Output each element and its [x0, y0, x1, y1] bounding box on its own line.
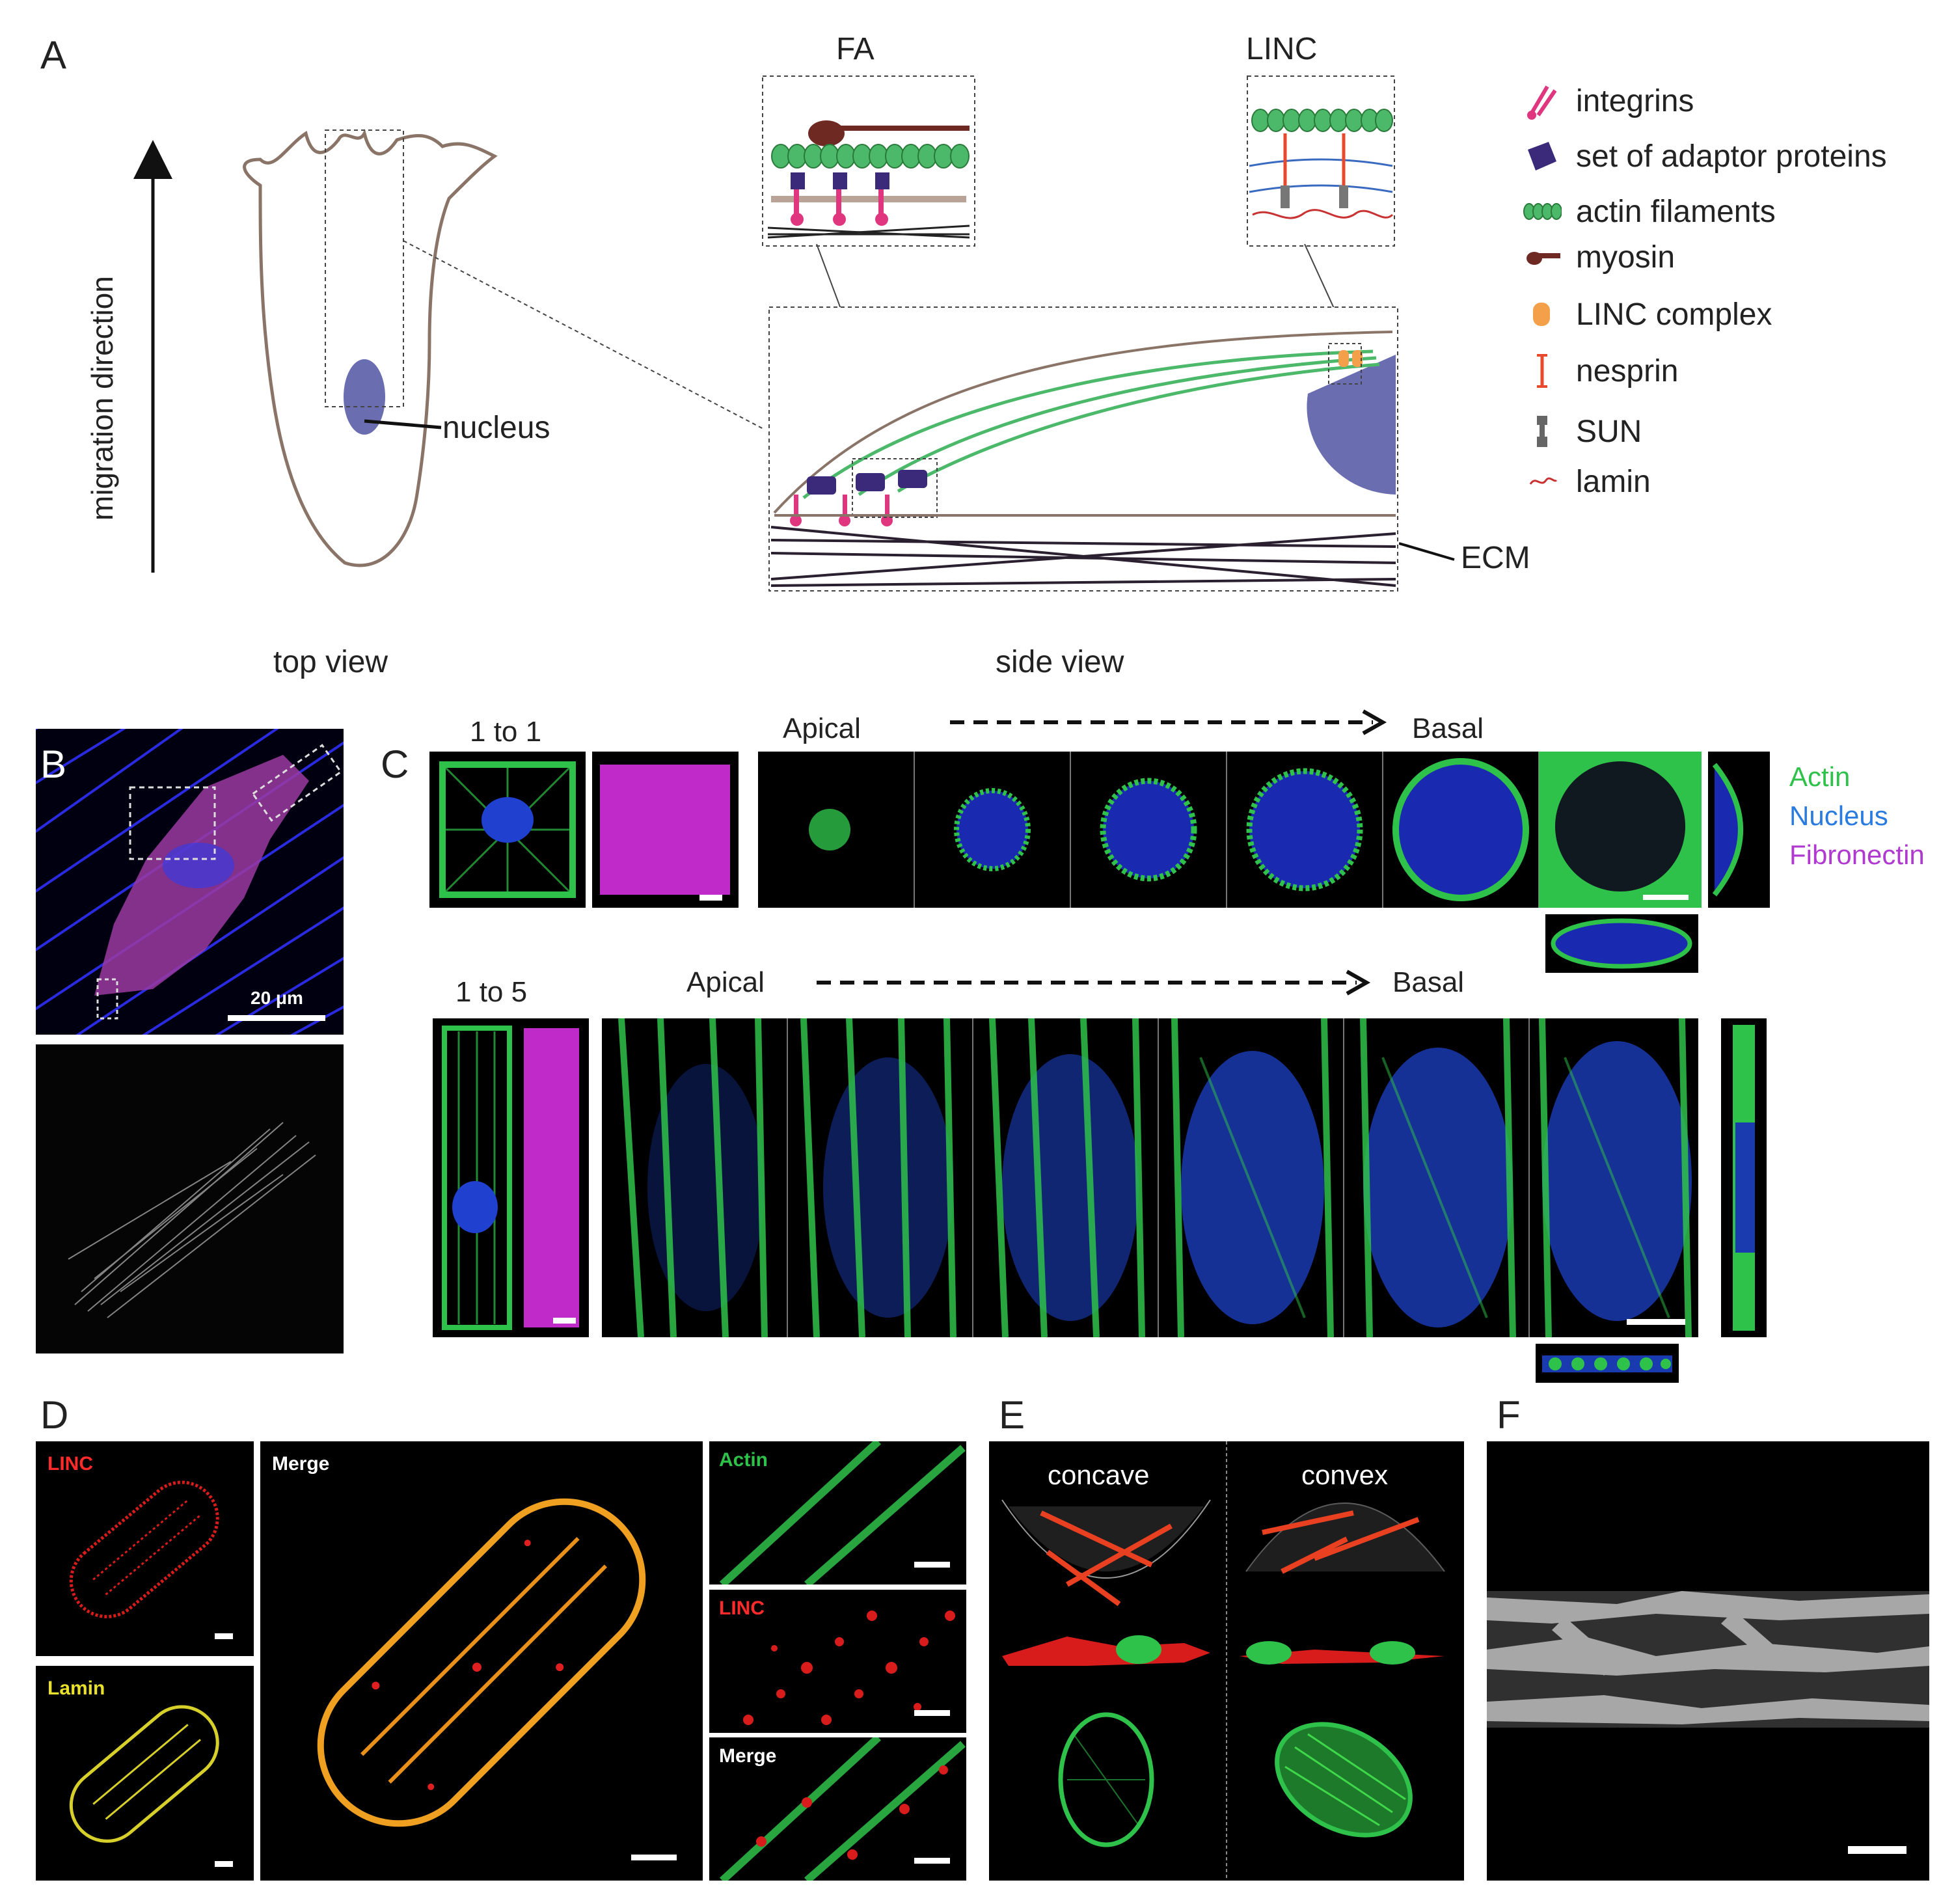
- migration-direction-label: migration direction: [85, 276, 119, 521]
- myosin-icon: [1527, 252, 1560, 265]
- legend-item-actin: actin filaments: [1523, 189, 1776, 234]
- top-view-cell: [243, 128, 498, 567]
- panel-e-curvature: concave convex: [989, 1441, 1464, 1881]
- migration-arrow-icon: [133, 140, 172, 573]
- rect-bottom-projection: [1536, 1344, 1679, 1383]
- legend-item-linc-complex: LINC complex: [1523, 292, 1772, 337]
- panel-b-fluorescence: 20 μm: [36, 729, 344, 1035]
- square-side-projection: [1708, 752, 1770, 908]
- square-bottom-projection: [1545, 914, 1698, 973]
- panel-letter-d: D: [40, 1393, 69, 1437]
- zoom-connector: [403, 240, 765, 430]
- lamin-channel-label: Lamin: [47, 1678, 105, 1699]
- legend-item-integrins: integrins: [1523, 78, 1694, 124]
- panel-b-grayscale: [36, 1044, 344, 1353]
- nucleus-label: nucleus: [442, 411, 550, 445]
- linc-label: LINC: [1246, 32, 1318, 66]
- linc-zoom-label: LINC: [719, 1598, 765, 1619]
- legend-item-sun: SUN: [1523, 409, 1642, 454]
- panel-letter-f: F: [1497, 1393, 1521, 1437]
- lamin-icon: [1529, 477, 1558, 485]
- nesprin-icon: [1537, 354, 1547, 388]
- square-zstack: [758, 752, 1702, 908]
- rect-fibronectin: [517, 1018, 589, 1337]
- panel-letter-a: A: [40, 33, 67, 77]
- merge-zoom-label: Merge: [719, 1745, 777, 1767]
- panel-letter-e: E: [999, 1393, 1025, 1437]
- basal-label-bottom: Basal: [1392, 966, 1465, 998]
- legend-item-adaptor-proteins: set of adaptor proteins: [1523, 133, 1887, 179]
- panel-letter-b: B: [40, 742, 67, 786]
- merge-channel-label: Merge: [272, 1453, 330, 1475]
- channel-actin: Actin: [1789, 761, 1851, 792]
- basal-label-top: Basal: [1412, 713, 1484, 744]
- actin-zoom-label: Actin: [719, 1449, 768, 1471]
- panel-d-actin-zoom: Actin: [709, 1441, 966, 1584]
- apical-label-top: Apical: [783, 713, 861, 744]
- concave-label: concave: [1048, 1460, 1150, 1490]
- legend-item-nesprin: nesprin: [1523, 348, 1678, 394]
- ecm-pointer: [1399, 542, 1455, 561]
- adaptor-protein-icon: [1528, 142, 1556, 170]
- substrate-lines: [36, 729, 344, 1035]
- rect-zstack: [602, 1018, 1698, 1337]
- channel-fibronectin: Fibronectin: [1789, 839, 1925, 870]
- ratio-1to5-label: 1 to 5: [455, 976, 528, 1008]
- rect-actin: [433, 1018, 524, 1337]
- linc-complex-icon: [1533, 303, 1550, 326]
- fa-inset: [762, 75, 975, 247]
- square-actin: [429, 752, 586, 908]
- panel-d-linc: LINC: [36, 1441, 254, 1656]
- channel-nucleus: Nucleus: [1789, 800, 1888, 831]
- sun-icon: [1537, 416, 1547, 447]
- legend-item-myosin: myosin: [1523, 234, 1675, 280]
- integrin-icon: [1527, 85, 1557, 120]
- panel-f-fibers: [1487, 1441, 1929, 1881]
- scale-label: 20 μm: [251, 988, 303, 1008]
- convex-label: convex: [1301, 1460, 1389, 1490]
- legend-item-lamin: lamin: [1523, 459, 1651, 504]
- side-view-diagram: [768, 306, 1398, 592]
- panel-letter-c: C: [381, 742, 409, 786]
- panel-d-lamin: Lamin: [36, 1666, 254, 1881]
- actin-filament-icon: [1523, 203, 1562, 220]
- top-view-label: top view: [273, 645, 388, 679]
- panel-d-merge-zoom: Merge: [709, 1737, 966, 1881]
- panel-d-merge: Merge: [260, 1441, 703, 1881]
- scale-bar: [228, 1015, 325, 1021]
- linc-channel-label: LINC: [47, 1453, 93, 1475]
- ecm-label: ECM: [1461, 541, 1530, 575]
- linc-inset: [1247, 75, 1395, 247]
- apical-basal-arrow-bottom: [817, 970, 1371, 996]
- rect-side-projection: [1721, 1018, 1767, 1337]
- square-fibronectin: [592, 752, 739, 908]
- side-view-label: side view: [996, 645, 1124, 679]
- apical-label-bottom: Apical: [686, 966, 765, 998]
- panel-d-linc-zoom: LINC: [709, 1590, 966, 1733]
- ratio-1to1-label: 1 to 1: [470, 716, 542, 748]
- grayscale-cell: [68, 1122, 316, 1318]
- fa-label: FA: [836, 32, 875, 66]
- apical-basal-arrow-top: [950, 709, 1387, 735]
